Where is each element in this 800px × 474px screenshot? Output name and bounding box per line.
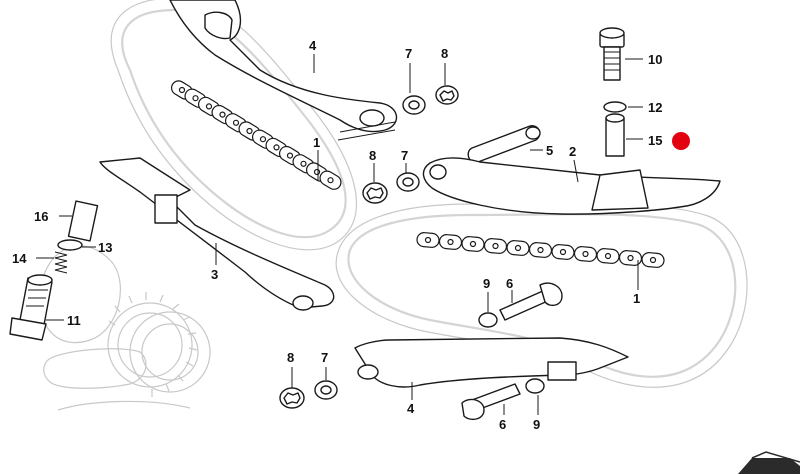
- callout-9-bot: 9: [533, 417, 540, 432]
- star-bolt-8-bot: [279, 387, 305, 409]
- callout-8-bot: 8: [287, 350, 294, 365]
- timing-chain-lower-segment: [416, 232, 665, 268]
- chain-upper-pin: [313, 168, 321, 176]
- ghost-chain-outlines: [39, 0, 748, 411]
- leader-lines: [36, 54, 643, 415]
- callout-6-mid: 6: [506, 276, 513, 291]
- callout-7-bot: 7: [321, 350, 328, 365]
- sealing-ring-12: [603, 101, 627, 113]
- piston-16: [67, 200, 99, 242]
- callout-3: 3: [211, 267, 218, 282]
- chain-upper-pin: [300, 160, 307, 167]
- chain-lower-pin: [604, 252, 612, 260]
- chain-upper-pin: [273, 144, 280, 151]
- washer-7-mid: [396, 172, 420, 192]
- sprocket-ghost: [107, 292, 211, 397]
- callout-9-mid: 9: [483, 276, 490, 291]
- chain-upper-pin: [259, 136, 267, 143]
- callout-1-right: 1: [633, 291, 640, 306]
- bolt-6-mid: [499, 282, 563, 321]
- washer-7-bot: [314, 380, 338, 400]
- chain-tensioner-10: [599, 27, 625, 81]
- callout-7-mid: 7: [401, 148, 408, 163]
- callout-4-top: 4: [309, 38, 317, 53]
- callout-15: 15: [648, 133, 662, 148]
- chain-upper-pin: [232, 119, 240, 126]
- timing-chain-upper-segment: [170, 80, 342, 190]
- callout-10: 10: [648, 52, 662, 67]
- callout-6-bot: 6: [499, 417, 506, 432]
- chain-lower-pin: [514, 244, 522, 252]
- ring-13: [57, 239, 83, 251]
- highlight-marker-dot: [672, 132, 690, 150]
- star-bolt-8-top: [435, 85, 459, 105]
- callout-5: 5: [546, 143, 553, 158]
- callout-4-bot: 4: [407, 401, 415, 416]
- chain-lower-pin: [537, 246, 544, 254]
- spring-14: [54, 251, 68, 274]
- ring-9-mid: [478, 312, 498, 328]
- section-thumbnail-icon: [738, 451, 800, 474]
- callout-12: 12: [648, 100, 662, 115]
- bolt-6-bot: [461, 383, 521, 421]
- chain-lower-pin: [424, 236, 432, 244]
- chain-lower-pin: [447, 238, 454, 246]
- guide-rail-bottom-4: [354, 337, 629, 388]
- tensioner-rail-2: [422, 157, 721, 215]
- callout-7-top: 7: [405, 46, 412, 61]
- guide-rail-left-3: [99, 157, 335, 311]
- chain-upper-pin: [205, 103, 213, 110]
- chain-upper-pin: [192, 95, 199, 102]
- callout-labels: 4 7 8 10 12 15 1 8 7 5 2 16 13 14 3 11 9…: [12, 38, 662, 432]
- callout-8-mid: 8: [369, 148, 376, 163]
- ring-9-bot: [525, 378, 545, 394]
- chain-lower-pin: [649, 256, 657, 264]
- chain-upper-pin: [327, 177, 334, 184]
- chain-upper-pin: [219, 111, 226, 118]
- callout-11: 11: [67, 313, 81, 328]
- callout-1-top: 1: [313, 135, 320, 150]
- callout-14: 14: [12, 251, 27, 266]
- chain-upper-pin: [246, 127, 253, 135]
- star-bolt-8-mid: [362, 182, 388, 204]
- chain-upper-pin: [178, 86, 186, 94]
- chain-lower-pin: [627, 254, 634, 262]
- chain-lower-pin: [582, 250, 589, 258]
- washer-7-top: [402, 95, 426, 115]
- pin-5: [467, 125, 541, 164]
- callout-2: 2: [569, 144, 576, 159]
- tensioner-piston-15: [605, 113, 625, 157]
- callout-8-top: 8: [441, 46, 448, 61]
- callout-16: 16: [34, 209, 48, 224]
- chain-lower-pin: [492, 242, 499, 250]
- chain-upper-pin: [286, 152, 294, 159]
- callout-13: 13: [98, 240, 112, 255]
- chain-lower-pin: [469, 240, 477, 248]
- tensioner-housing-11: [9, 274, 53, 341]
- chain-lower-pin: [559, 248, 567, 256]
